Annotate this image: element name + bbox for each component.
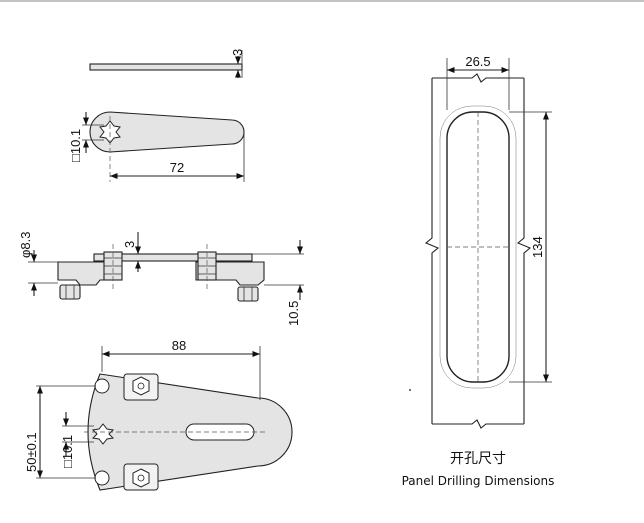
bracket-width-label: 88 (172, 338, 186, 353)
bracket-plan-view: 88 50±0.1 □10.1 (24, 338, 293, 491)
star-socket-icon (91, 423, 115, 445)
left-nut (59, 284, 81, 300)
hex-nut-icon (132, 376, 150, 396)
lever-top-view: 72 □10.1 (68, 111, 245, 182)
mount-hole-icon (94, 378, 110, 394)
caption-cn: 开孔尺寸 (450, 451, 506, 467)
caption-en: Panel Drilling Dimensions (402, 474, 555, 488)
lever-length-label: 72 (170, 160, 184, 175)
right-nut (237, 286, 259, 302)
plate-thickness-label: 3 (230, 49, 245, 56)
cutout-height-label: 134 (530, 236, 545, 258)
base-height-label: 10.5 (286, 301, 301, 326)
diameter-label: φ8.3 (18, 231, 33, 258)
panel-cutout-view: 26.5 134 (409, 54, 552, 429)
top-plate (93, 253, 253, 262)
mount-hole-icon (94, 470, 110, 486)
spacer-thickness-label: 3 (122, 241, 137, 248)
cutout-width-label: 26.5 (465, 54, 490, 69)
assembly-side-view: φ8.3 3 10.5 (18, 231, 304, 326)
hex-nut-icon (132, 468, 150, 488)
bracket-height-label: 50±0.1 (24, 432, 39, 472)
square-bottom-label: □10.1 (60, 435, 75, 468)
plate-side-view: 3 (89, 49, 245, 78)
square-top-label: □10.1 (68, 129, 83, 162)
